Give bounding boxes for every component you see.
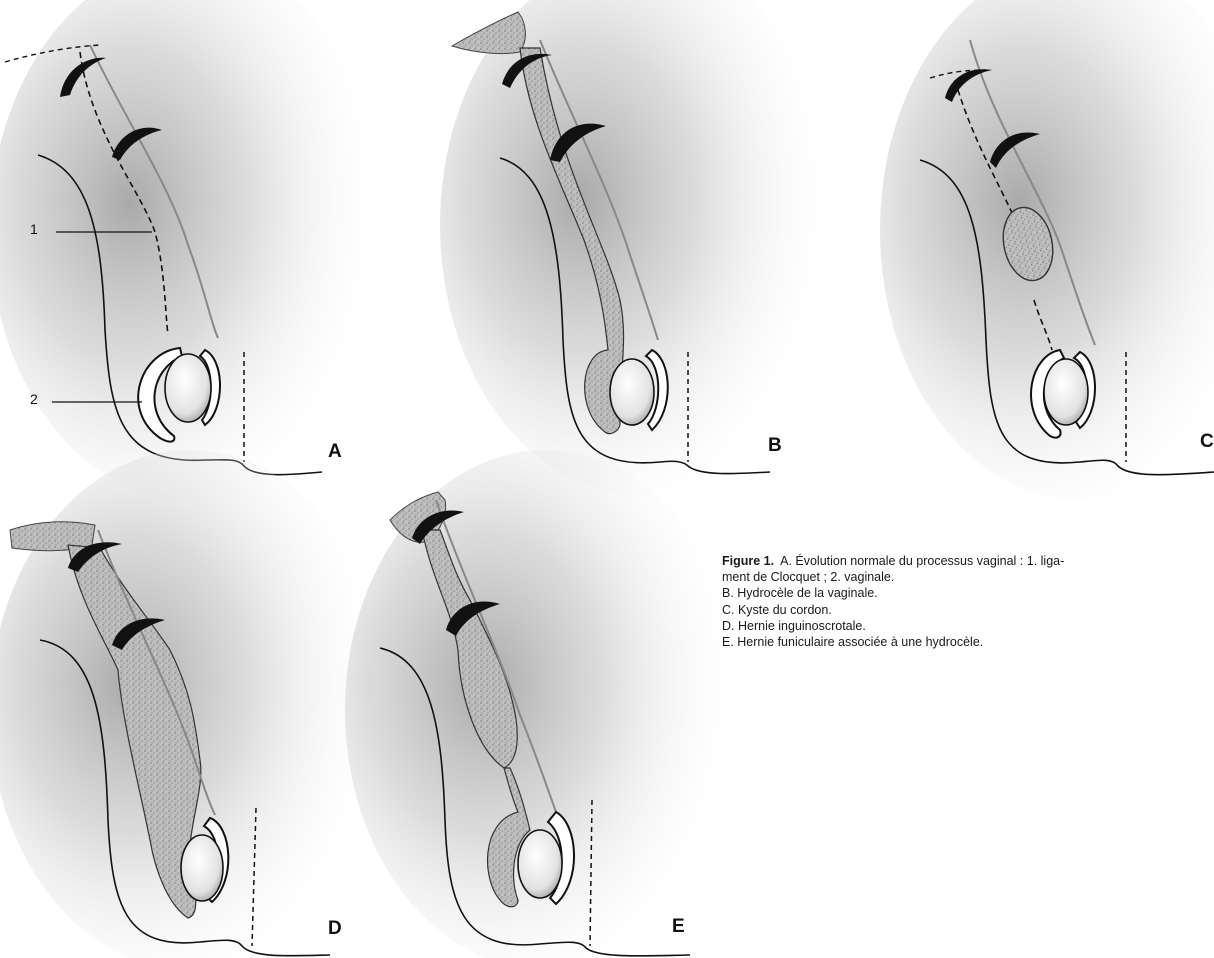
panel-label-b: B — [768, 435, 782, 456]
testis — [518, 830, 562, 898]
caption-line-c: C. Kyste du cordon. — [722, 602, 1214, 618]
testis — [610, 359, 654, 425]
panel-label-d: D — [328, 918, 342, 939]
caption-line-a-cont: ment de Clocquet ; 2. vaginale. — [722, 569, 1214, 585]
caption-line-b: B. Hydrocèle de la vaginale. — [722, 585, 1214, 601]
panel-label-c: C — [1200, 431, 1214, 452]
panel-label-a: A — [328, 441, 342, 462]
panel-label-e: E — [672, 916, 685, 937]
tissue-shading — [0, 0, 390, 500]
figure-label: Figure 1. — [722, 554, 774, 568]
testis — [181, 835, 223, 901]
testis — [165, 354, 211, 422]
callout-label-1: 1 — [30, 221, 38, 237]
caption-line-a: Figure 1. A. Évolution normale du process… — [722, 553, 1214, 569]
caption-line-d: D. Hernie inguinoscrotale. — [722, 618, 1214, 634]
panel-e: E — [345, 450, 745, 958]
callout-label-2: 2 — [30, 391, 38, 407]
caption-text-a: A. Évolution normale du processus vagina… — [780, 554, 1064, 568]
testis — [1044, 359, 1088, 425]
peritoneal-fat — [452, 12, 526, 54]
panel-a: 1 2 A — [0, 0, 390, 500]
panel-c: C — [880, 0, 1214, 500]
panel-b: B — [440, 0, 840, 495]
panel-d: D — [0, 450, 390, 958]
caption-line-e: E. Hernie funiculaire associée à une hyd… — [722, 634, 1214, 650]
figure-caption: Figure 1. A. Évolution normale du process… — [722, 553, 1214, 650]
